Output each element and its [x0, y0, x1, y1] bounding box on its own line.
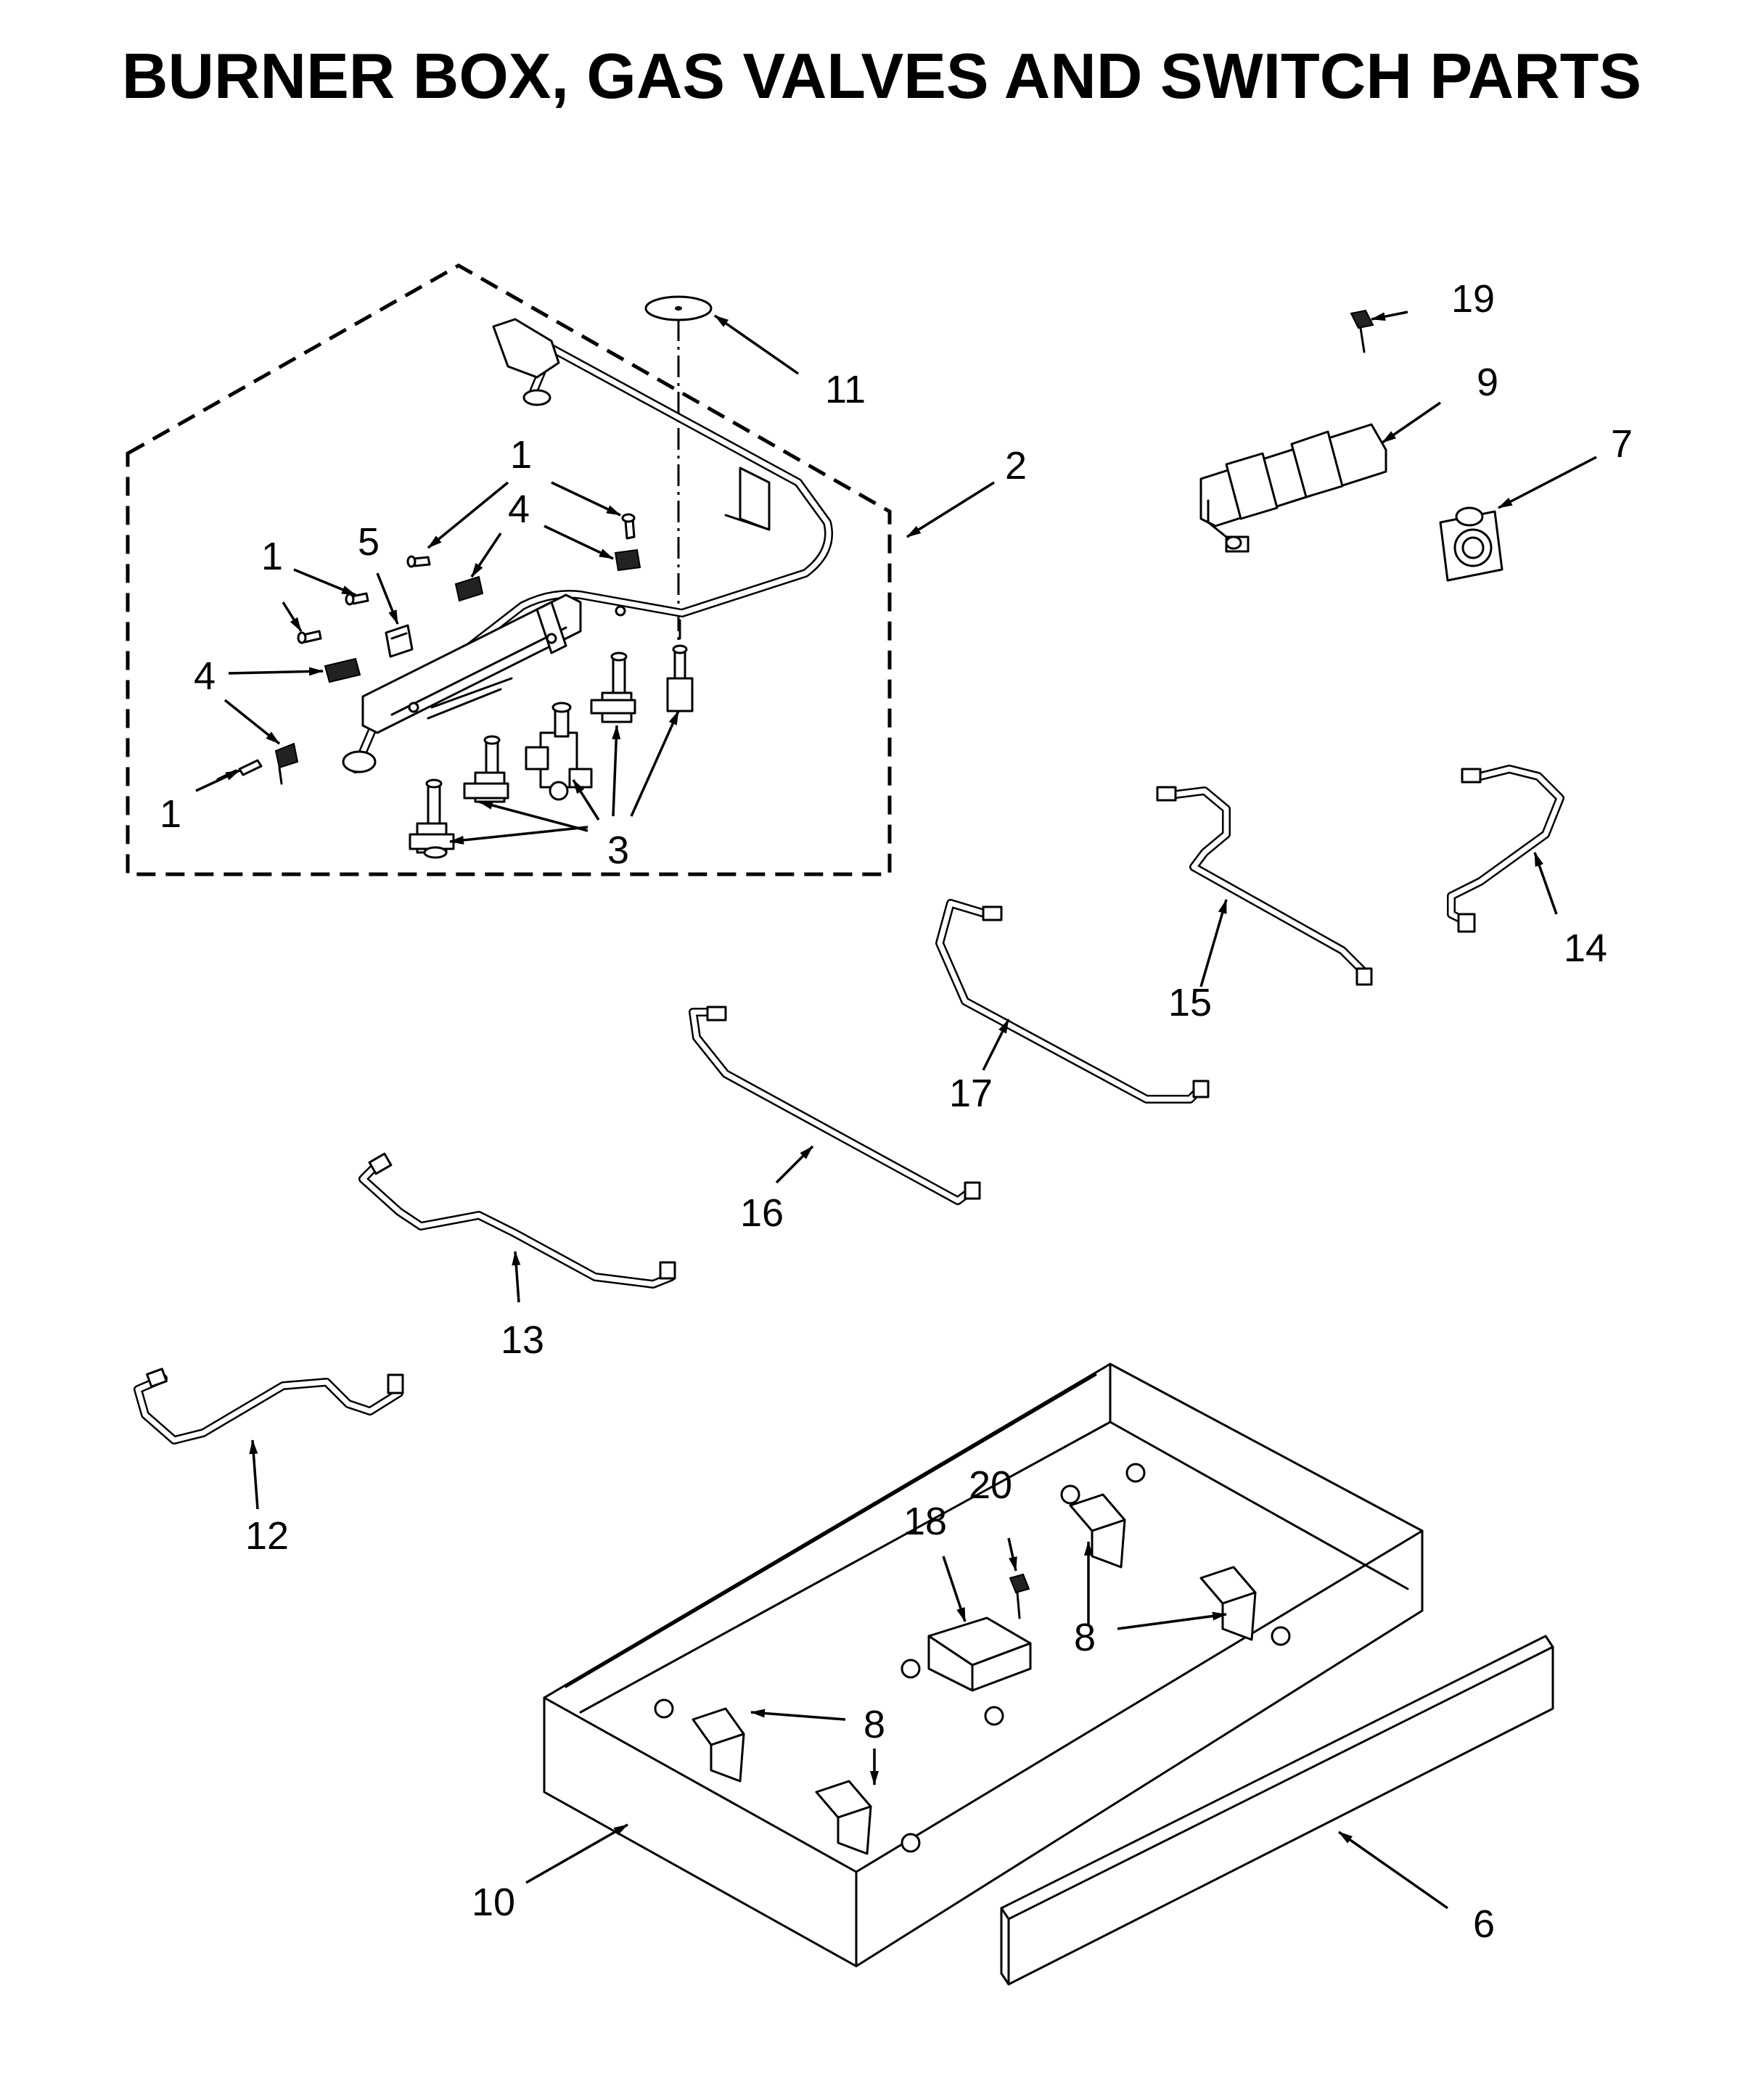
callout-9: 9 — [1477, 361, 1498, 404]
gas-valve-4 — [590, 652, 636, 723]
screw-1e — [621, 513, 636, 540]
gas-tube-17 — [935, 899, 1210, 1104]
mounting-bracket-8b — [815, 1780, 872, 1855]
spark-module-part — [1199, 423, 1387, 553]
callout-12: 12 — [245, 1514, 289, 1558]
front-trim-part — [1000, 1635, 1554, 1986]
clip-4d — [614, 548, 641, 572]
callout-16: 16 — [740, 1191, 784, 1235]
gas-valve-1 — [409, 778, 455, 859]
gas-tube-14 — [1447, 765, 1564, 933]
spring-clip-part — [385, 624, 414, 658]
callout-8-left: 8 — [863, 1703, 885, 1746]
screw-1d — [406, 555, 431, 568]
gas-tube-16 — [689, 1006, 981, 1205]
hex-screw-part — [1350, 309, 1374, 353]
callout-5: 5 — [358, 520, 380, 564]
callout-10: 10 — [472, 1881, 515, 1924]
callout-11: 11 — [825, 368, 866, 411]
gas-tube-15 — [1156, 786, 1373, 986]
assembly-boundary — [126, 263, 892, 876]
callout-8-right: 8 — [1074, 1616, 1096, 1659]
gas-tube-12 — [134, 1368, 404, 1445]
callout-19: 19 — [1451, 277, 1495, 321]
callout-13: 13 — [501, 1318, 544, 1362]
callout-4-top: 4 — [508, 488, 530, 531]
callout-3: 3 — [607, 829, 629, 872]
callout-15: 15 — [1168, 981, 1212, 1024]
clip-4c — [454, 575, 484, 602]
valve-bracket-rail — [361, 593, 626, 734]
callout-20: 20 — [969, 1463, 1012, 1507]
mounting-bracket-18 — [927, 1616, 1032, 1692]
gas-tube-13 — [358, 1152, 676, 1289]
callout-18: 18 — [903, 1500, 947, 1543]
mounting-bracket-8d — [1199, 1566, 1257, 1641]
callout-4-left: 4 — [194, 654, 216, 698]
gas-valve-3-safety — [525, 702, 593, 801]
clip-4a — [274, 742, 299, 785]
leader-lines — [195, 311, 1597, 1910]
callout-6: 6 — [1473, 1902, 1495, 1946]
gas-valve-2 — [463, 735, 509, 803]
callout-7: 7 — [1611, 422, 1633, 466]
screw-1c — [345, 592, 369, 606]
screw-1b — [297, 630, 322, 644]
mounting-bracket-8c — [1069, 1493, 1126, 1569]
callout-17: 17 — [949, 1072, 993, 1115]
gas-valve-5 — [666, 619, 694, 712]
callout-1-left: 1 — [261, 535, 283, 578]
callout-2: 2 — [1005, 444, 1027, 488]
callout-1-bottom: 1 — [160, 792, 181, 836]
manifold-assembly-group — [126, 263, 892, 876]
pressure-regulator-part — [1439, 506, 1503, 582]
gas-manifold-pipe — [342, 318, 833, 773]
clip-4b — [324, 657, 361, 683]
page-title: BURNER BOX, GAS VALVES AND SWITCH PARTS — [122, 40, 1641, 112]
callout-14: 14 — [1564, 926, 1607, 970]
bracket-screw-20 — [1009, 1573, 1030, 1619]
callout-labels: 11 2 1 4 5 1 4 1 3 19 9 7 14 15 17 16 13… — [160, 277, 1633, 1946]
callout-1-top: 1 — [510, 433, 532, 477]
orifice-disc-part — [644, 295, 713, 321]
mounting-bracket-8a — [692, 1707, 745, 1783]
